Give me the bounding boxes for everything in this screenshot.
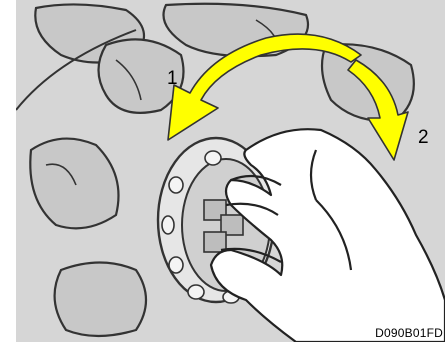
step-1-label: 1 [167,68,178,90]
spoke-bottom-left [55,263,146,337]
lug-2 [169,177,183,193]
wheel-cover-illustration [16,0,445,342]
lug-3 [162,216,174,234]
lug-1 [205,151,221,165]
lug-5 [188,285,204,299]
wheel-cover-icon [16,0,445,342]
step-2-label: 2 [418,127,429,149]
lug-4 [169,257,183,273]
figure-code: D090B01FD [375,326,443,340]
